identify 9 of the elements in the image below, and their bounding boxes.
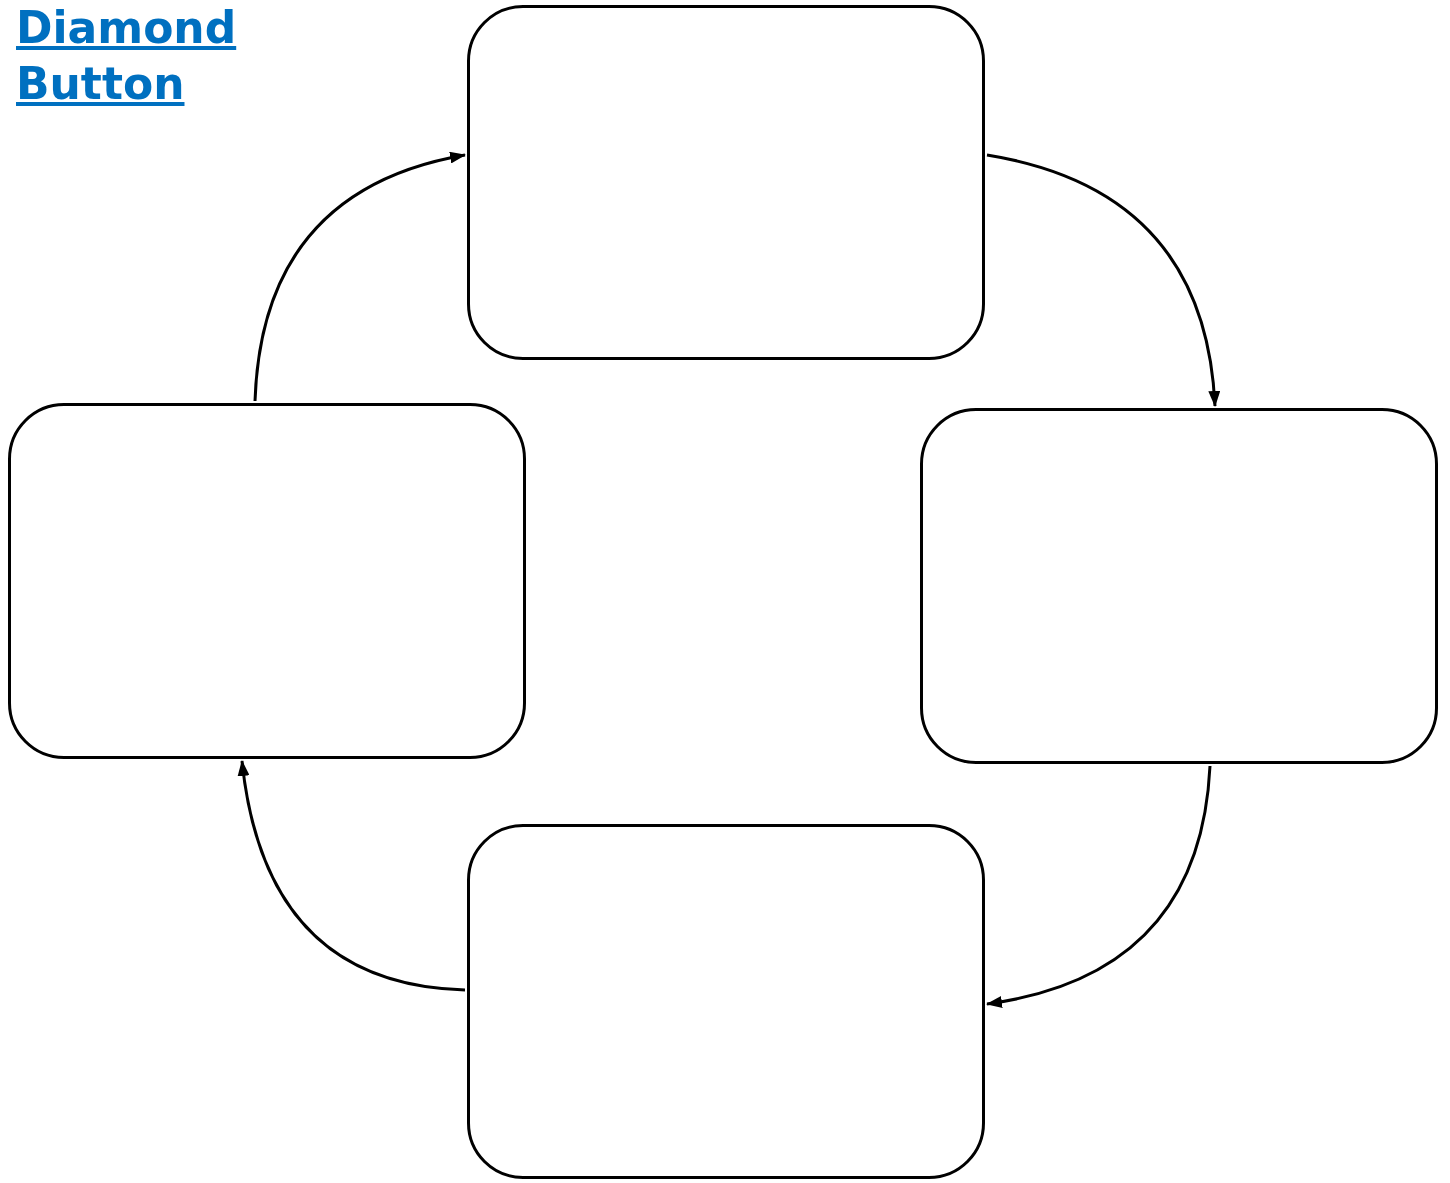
curved-arrow <box>986 765 1212 1008</box>
curved-arrow <box>238 760 466 992</box>
curved-arrow <box>986 153 1220 407</box>
title: Diamond Button <box>16 1 238 111</box>
rounded-box <box>8 403 526 759</box>
rounded-box <box>467 5 985 360</box>
curved-arrow <box>253 152 466 402</box>
rounded-box <box>467 824 985 1179</box>
rounded-box <box>920 408 1438 764</box>
